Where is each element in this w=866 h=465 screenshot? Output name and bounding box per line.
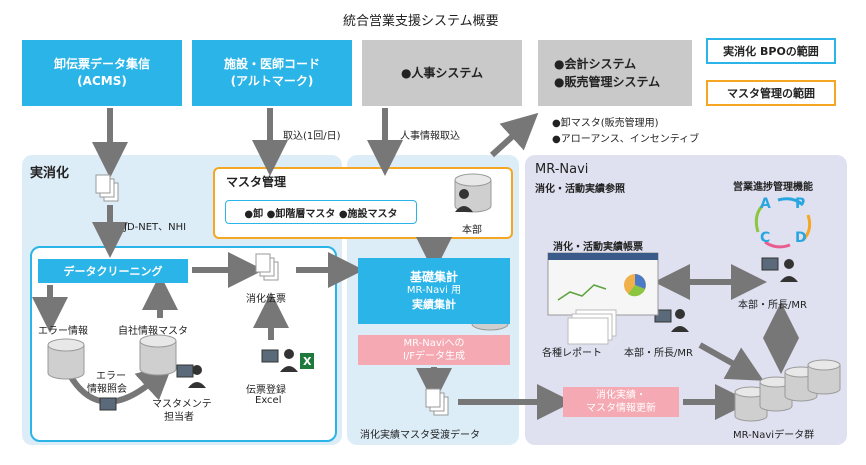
facility-box: 施設・医師コード (アルトマーク) [192, 40, 352, 106]
pdca-title: 営業進捗管理機能 [733, 182, 813, 193]
monitor-icon [99, 257, 779, 411]
legend-master-label: マスタ管理の範囲 [727, 87, 815, 100]
report-screenshot-icon [547, 252, 659, 345]
arrow-to-accounting [489, 112, 539, 158]
facility-line1: 施設・医師コード [223, 57, 320, 71]
master-mgmt-items-label: ●卸 ●卸階層マスタ ●施設マスタ [244, 208, 398, 220]
diagram-title: 統合営業支援システム概要 [343, 14, 499, 29]
person-icon [188, 189, 798, 388]
legend-bpo-label: 実消化 BPOの範囲 [723, 45, 819, 58]
master-honbu-label: 本部 [462, 225, 482, 236]
fetch-once-label: 取込(1回/日) [283, 131, 341, 142]
hr-system-label: ●人事システム [400, 66, 484, 80]
kiso-line2: MR-Navi 用 [406, 285, 462, 296]
master-mgmt-items: ●卸 ●卸階層マスタ ●施設マスタ [225, 200, 417, 224]
svg-text:X: X [303, 355, 312, 368]
arrow-user-to-data [698, 342, 764, 381]
slip-entry-line1: 伝票登録 [246, 385, 286, 396]
acct-item-1: ●卸マスタ(販売管理用) [552, 118, 659, 129]
doc-stack-icon [95, 174, 449, 416]
data-cleaning-label: データクリーニング [63, 264, 163, 278]
database-icon [47, 173, 841, 422]
accounting-line2: ●販売管理システム [554, 75, 661, 89]
facility-line2: (アルトマーク) [230, 74, 314, 88]
if-gen-box: MR-Naviへの I/Fデータ生成 [358, 335, 510, 365]
slip-entry-line2: Excel [255, 395, 282, 406]
kiso-line3: 実績集計 [412, 298, 456, 311]
update-line1: 消化実績・ [596, 390, 646, 401]
kiso-box: 基礎集計 MR-Navi 用 実績集計 [358, 258, 510, 324]
mrnavi-title: MR-Navi [535, 162, 589, 177]
update-line2: マスタ情報更新 [586, 403, 656, 414]
user2-label: 本部・所長/MR [738, 300, 807, 311]
report-title: 消化・活動実績帳票 [553, 242, 643, 253]
maint-line2: 担当者 [164, 412, 194, 423]
jdnet-label: JD-NET、NHI [124, 222, 187, 233]
reports-label: 各種レポート [542, 348, 602, 359]
self-master-label: 自社情報マスタ [118, 326, 188, 337]
pdca-a: A [760, 196, 771, 212]
error-ref-line1: エラー [96, 371, 126, 382]
legend-bpo: 実消化 BPOの範囲 [706, 38, 836, 64]
acms-box: 卸伝票データ集信 (ACMS) [22, 40, 182, 106]
if-gen-line1: MR-Naviへの [403, 338, 465, 349]
hr-fetch-label: 人事情報取込 [400, 131, 460, 142]
kiso-line1: 基礎集計 [409, 270, 458, 284]
user1-label: 本部・所長/MR [624, 348, 693, 359]
maint-line1: マスタメンテ [152, 399, 212, 410]
error-info-label: エラー情報 [38, 326, 88, 337]
pdca-d: D [795, 230, 807, 246]
pdca-c: C [760, 230, 771, 246]
slip-label: 消化伝票 [246, 294, 286, 305]
data-cleaning-box: データクリーニング [38, 259, 188, 283]
accounting-line1: ●会計システム [554, 57, 637, 71]
excel-icon [300, 353, 314, 369]
acct-item-2: ●アローアンス、インセンティブ [552, 134, 700, 145]
mrnavi-data-label: MR-Naviデータ群 [733, 430, 815, 441]
acms-line2: (ACMS) [77, 74, 127, 88]
hr-system-box: ●人事システム [362, 40, 522, 106]
acms-line1: 卸伝票データ集信 [53, 57, 150, 71]
error-ref-line2: 情報照会 [87, 384, 127, 395]
jisshoka-title: 実消化 [30, 166, 70, 181]
master-mgmt-title: マスタ管理 [226, 175, 287, 189]
update-box: 消化実績・ マスタ情報更新 [563, 387, 679, 417]
if-gen-line2: I/Fデータ生成 [402, 351, 466, 362]
accounting-box: ●会計システム ●販売管理システム [538, 40, 692, 106]
legend-master: マスタ管理の範囲 [706, 80, 836, 106]
pdca-p: P [795, 196, 806, 212]
receive-label: 消化実績マスタ受渡データ [360, 430, 480, 441]
mrnavi-subtitle: 消化・活動実績参照 [535, 184, 625, 195]
